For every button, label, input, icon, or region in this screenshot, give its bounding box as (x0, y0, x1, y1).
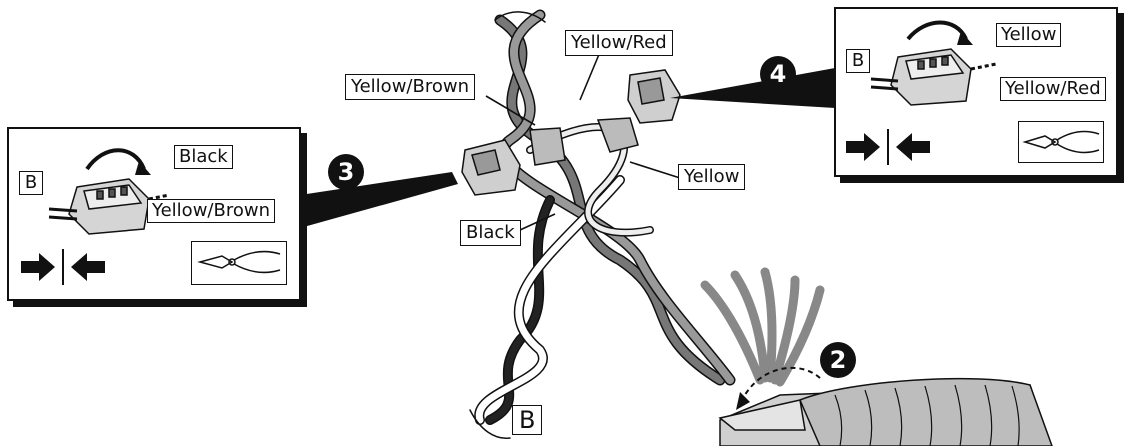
panel4-label-yellow-red: Yellow/Red (1000, 77, 1106, 101)
label-b-main: B (512, 405, 543, 435)
panel3-label-black: Black (174, 145, 233, 169)
detail-panel-step-3: B Black Yellow/Brown (7, 127, 301, 301)
panel3-label-yellow-brown: Yellow/Brown (147, 199, 275, 223)
label-yellow-red: Yellow/Red (565, 30, 673, 56)
connector-detail-icon (846, 20, 997, 165)
panel3-label-b: B (19, 171, 43, 195)
crimp-arrows-icon (21, 249, 105, 285)
label-yellow-brown: Yellow/Brown (345, 74, 475, 100)
rotate-arrow-icon (906, 20, 968, 41)
panel4-label-b: B (846, 49, 870, 73)
connector-detail-icon (21, 148, 170, 285)
detail-panel-step-4: B Yellow Yellow/Red (834, 7, 1118, 177)
cable-bundle-icon (700, 267, 1053, 446)
panel4-label-yellow: Yellow (996, 23, 1062, 47)
pliers-icon (191, 241, 287, 285)
step-3-badge: 3 (328, 154, 364, 190)
rotate-arrow-icon (85, 148, 146, 171)
step-4-badge: 4 (760, 56, 796, 92)
label-black: Black (460, 220, 521, 246)
connector-icon (461, 69, 681, 196)
label-yellow: Yellow (678, 164, 746, 190)
crimp-arrows-icon (846, 129, 930, 165)
step-2-badge: 2 (820, 342, 856, 378)
pliers-icon (1018, 121, 1104, 163)
